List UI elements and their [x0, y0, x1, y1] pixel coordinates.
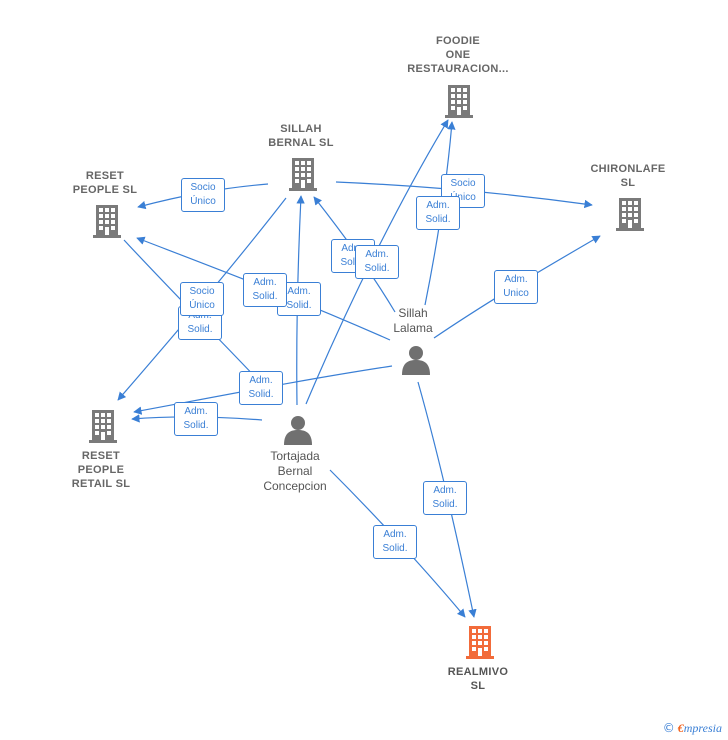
node-label-reset-people[interactable]: RESET PEOPLE SL — [72, 170, 138, 196]
building-icon-realmivo[interactable] — [466, 626, 494, 659]
node-label-realmivo[interactable]: REALMIVO SL — [447, 666, 509, 692]
node-label-tortajada[interactable]: Tortajada Bernal Concepcion — [263, 449, 327, 493]
edge-label[interactable]: Adm.Solid. — [373, 525, 417, 559]
edge-label[interactable]: Adm.Solid. — [423, 481, 467, 515]
edge-label[interactable]: Adm.Solid. — [174, 402, 218, 436]
edge-label[interactable]: Adm.Unico — [494, 270, 538, 304]
person-icon-tortajada[interactable] — [284, 416, 312, 445]
edge-label[interactable]: Adm.Solid. — [416, 196, 460, 230]
node-label-reset-retail[interactable]: RESET PEOPLE RETAIL SL — [71, 450, 131, 490]
building-icon-foodie[interactable] — [445, 85, 473, 118]
node-label-sillah-bernal[interactable]: SILLAH BERNAL SL — [268, 123, 334, 149]
edge-label[interactable]: Adm.Solid. — [239, 371, 283, 405]
building-icon-reset-retail[interactable] — [89, 410, 117, 443]
building-icon-reset-people[interactable] — [93, 205, 121, 238]
node-label-chironlafe[interactable]: CHIRONLAFE SL — [590, 163, 666, 189]
brand-footer: © €mpresia — [663, 721, 722, 736]
building-icon-sillah-bernal[interactable] — [289, 158, 317, 191]
person-icon-sillah-lalama[interactable] — [402, 346, 430, 375]
edge-label[interactable]: Adm.Solid. — [243, 273, 287, 307]
brand-logo-mark: € — [677, 721, 684, 735]
node-label-sillah-lalama[interactable]: Sillah Lalama — [393, 306, 433, 335]
brand-name: mpresia — [683, 721, 722, 735]
edge-label[interactable]: Adm.Solid. — [355, 245, 399, 279]
node-label-foodie[interactable]: FOODIE ONE RESTAURACION... — [407, 35, 509, 75]
copyright-icon: © — [662, 721, 675, 735]
building-icon-chironlafe[interactable] — [616, 198, 644, 231]
